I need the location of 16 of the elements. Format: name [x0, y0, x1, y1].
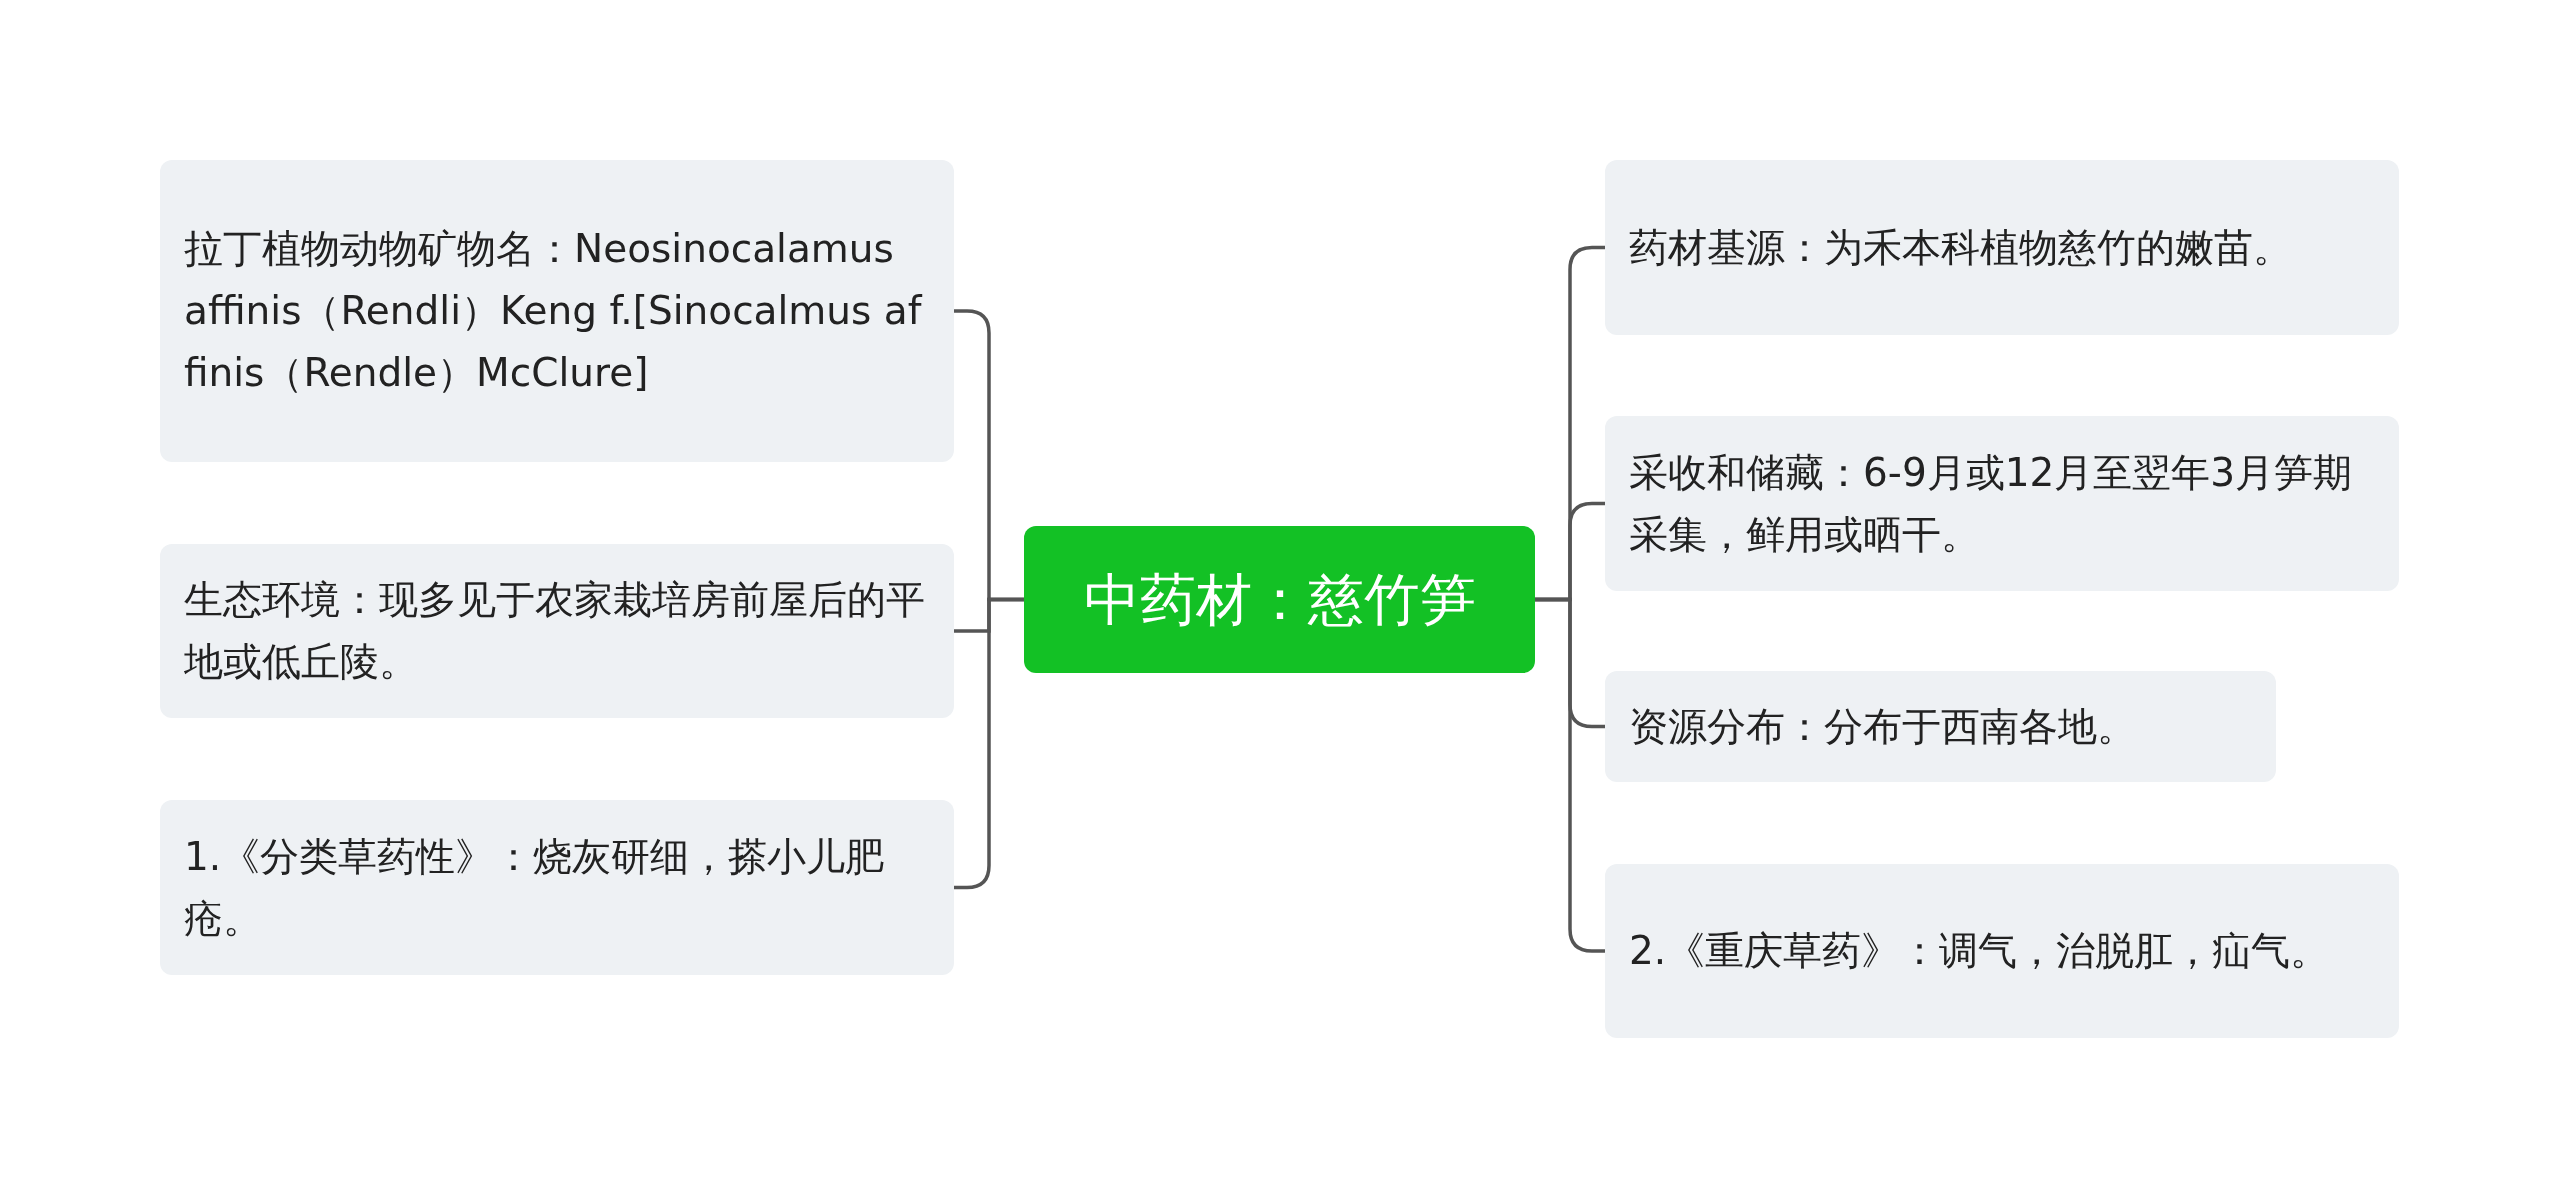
topic-text: 中药材：慈竹笋 [1083, 565, 1476, 634]
topic-text: 药材基源：为禾本科植物慈竹的嫩苗。 [1629, 223, 2292, 272]
topic-text: 生态环境：现多见于农家栽培房前屋后的平地或低丘陵。 [184, 576, 926, 686]
topic-box [160, 800, 954, 975]
topic-text: 资源分布：分布于西南各地。 [1629, 702, 2136, 751]
topic-box [1605, 160, 2399, 335]
topic-box [1605, 864, 2399, 1038]
topic-box [1605, 671, 2276, 782]
topic-box [160, 160, 954, 462]
topic-text: 采收和储藏：6-9月或12月至翌年3月笋期采集，鲜用或晒干。 [1629, 448, 2354, 559]
topic-text: 1.《分类草药性》：烧灰研细，搽小儿肥疮。 [184, 832, 886, 943]
topic-box [1605, 416, 2399, 591]
central-topic-box [1024, 526, 1535, 673]
topic-text: 拉丁植物动物矿物名：Neosinocalamus affinis（Rendli）Keng f.[Sinocalmus affinis（Rendle）McClure] [184, 225, 924, 397]
topic-box [160, 544, 954, 718]
topic-text: 2.《重庆草药》：调气，治脱肛，疝气。 [1629, 927, 2330, 975]
